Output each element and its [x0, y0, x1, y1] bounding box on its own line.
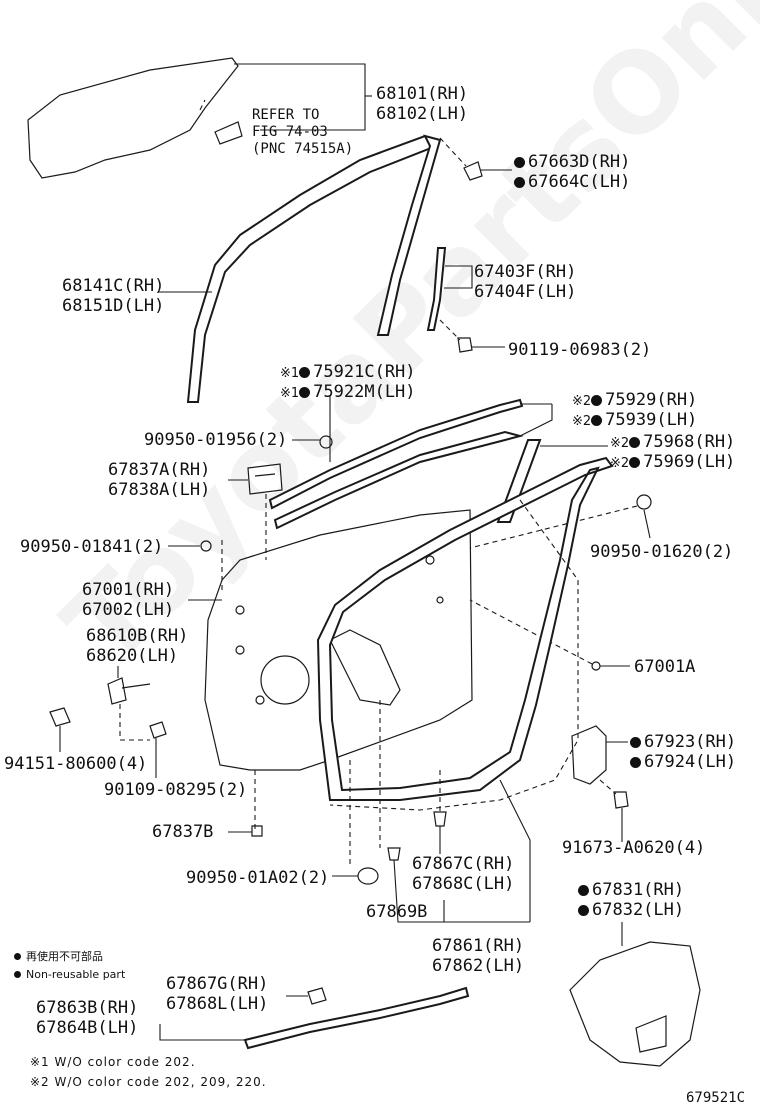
rear-sash-shape	[426, 247, 505, 353]
reference-line-1: REFER TO	[252, 107, 320, 123]
non-reusable-mark	[578, 905, 589, 916]
non-reusable-mark	[514, 177, 525, 188]
label-strip-rh: 67863B(RH)	[36, 998, 139, 1018]
cover-clip-shape	[439, 137, 512, 181]
label-service-rh: 67831(RH)	[578, 880, 684, 900]
non-reusable-mark	[629, 437, 641, 448]
label-guard-rh: 67923(RH)	[630, 732, 736, 752]
non-reusable-mark	[299, 367, 311, 378]
label-cover-lh: 67664C(LH)	[514, 172, 630, 192]
non-reusable-mark	[514, 157, 525, 168]
non-reusable-mark	[299, 387, 311, 398]
label-clip-c-rh: 67867C(RH)	[412, 854, 515, 874]
belt-moulding-shapes	[268, 395, 608, 530]
note-2: ※2 W/O color code 202, 209, 220.	[30, 1075, 267, 1089]
non-reusable-mark	[14, 971, 21, 978]
label-glass-rh: 68101(RH)	[376, 84, 469, 104]
non-reusable-mark	[630, 757, 641, 768]
door-panel-shape	[188, 509, 473, 771]
label-weather-lh: 67862(LH)	[432, 956, 525, 976]
label-hinge-lh: 67838A(LH)	[108, 480, 211, 500]
label-sash-lh: 67404F(LH)	[474, 282, 577, 302]
label-clip-g-rh: 67867G(RH)	[166, 974, 269, 994]
legend-jp: 再使用不可部品	[14, 950, 103, 964]
outer-strip-shape	[159, 986, 470, 1050]
service-cover-shape	[569, 922, 701, 1067]
label-hole-plug-2: 90950-01841(2)	[20, 537, 164, 557]
non-reusable-mark	[578, 885, 589, 896]
label-cover-rh: 67663D(RH)	[514, 152, 630, 172]
hinge-shape	[228, 463, 283, 560]
label-weather-rh: 67861(RH)	[432, 936, 525, 956]
label-clip-g-lh: 67868L(LH)	[166, 994, 269, 1014]
non-reusable-mark	[591, 415, 603, 426]
run-channel-shape	[158, 134, 442, 403]
non-reusable-mark	[591, 395, 603, 406]
label-bolt-top: 90119-06983(2)	[508, 340, 652, 360]
label-screw: 91673-A0620(4)	[562, 838, 706, 858]
label-glass-lh: 68102(LH)	[376, 104, 469, 124]
label-panel-rh: 67001(RH)	[82, 580, 175, 600]
label-panel-lh: 67002(LH)	[82, 600, 175, 620]
label-plug-a02: 90950-01A02(2)	[186, 868, 330, 888]
lower-clip-shapes	[332, 700, 530, 923]
reference-line-2: FIG 74-03	[252, 124, 328, 140]
label-guard-lh: 67924(LH)	[630, 752, 736, 772]
legend-en: Non-reusable part	[14, 968, 125, 982]
label-run-front-rh: 68141C(RH)	[62, 276, 165, 296]
reference-line-3: (PNC 74515A)	[252, 141, 354, 157]
note-1: ※1 W/O color code 202.	[30, 1055, 196, 1069]
label-check-lh: 68620(LH)	[86, 646, 179, 666]
protector-shape	[571, 725, 629, 842]
label-clip-c-lh: 67868C(LH)	[412, 874, 515, 894]
label-nut: 94151-80600(4)	[4, 754, 148, 774]
door-glass-shape	[27, 57, 243, 179]
non-reusable-mark	[629, 457, 641, 468]
label-check-rh: 68610B(RH)	[86, 626, 189, 646]
label-hole-plug-3: 90950-01620(2)	[590, 542, 734, 562]
fastener-shapes	[49, 707, 263, 837]
door-check-shape	[107, 666, 151, 741]
weatherstrip-shape	[316, 456, 614, 922]
label-hole-plug-1: 90950-01956(2)	[144, 430, 288, 450]
label-run-front-lh: 68151D(LH)	[62, 296, 165, 316]
non-reusable-mark	[14, 953, 21, 960]
label-seal-869b: 67869B	[366, 902, 428, 922]
glass-leader	[234, 63, 372, 131]
label-strip-lh: 67864B(LH)	[36, 1018, 139, 1038]
figure-id: 679521C	[686, 1090, 746, 1106]
non-reusable-mark	[630, 737, 641, 748]
hole-plug-shapes	[168, 435, 652, 671]
label-hinge-rh: 67837A(RH)	[108, 460, 211, 480]
label-sash-rh: 67403F(RH)	[474, 262, 577, 282]
label-bolt-mid: 90109-08295(2)	[104, 780, 248, 800]
label-clip-b: 67837B	[152, 822, 214, 842]
label-panel-a: 67001A	[634, 657, 696, 677]
label-service-lh: 67832(LH)	[578, 900, 684, 920]
